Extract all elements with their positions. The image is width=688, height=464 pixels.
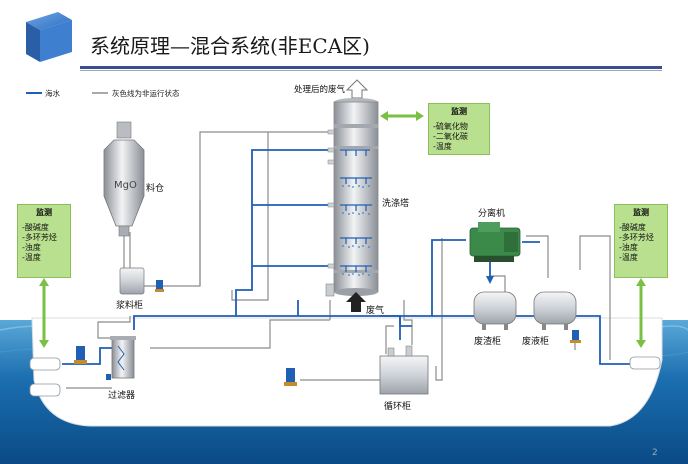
monitor-right-item: -浊度 [619,243,638,252]
monitor-right-item: -酸碱度 [619,223,646,232]
title-divider [80,66,662,69]
monitor-right-item: -温度 [619,253,638,262]
waste-pump [570,330,581,343]
treated-exhaust-arrow [345,79,369,99]
label-sludge-tank: 废渣柜 [474,337,502,347]
sludge-tank-body [473,291,517,330]
mgo-silo [103,121,145,268]
page-title: 系统原理—混合系统(非ECA区) [90,34,370,58]
label-treated-exhaust: 处理后的废气 [294,85,346,95]
monitor-top-heading: 监测 [451,107,467,116]
label-filter: 过滤器 [108,391,136,401]
monitor-right-item: -多环芳烃 [619,233,654,242]
inactive-pipes [66,131,611,389]
slurry-tank [119,267,145,295]
monitor-box-right: 监测 -酸碱度 -多环芳烃 -浊度 -温度 [614,204,668,278]
legend-seawater-label: 海水 [45,89,60,98]
label-circulation-tank: 循环柜 [384,402,412,412]
waste-liquid-tank-body [533,291,577,330]
monitor-left-item: -浊度 [22,243,41,252]
sea-chests [29,356,661,397]
scrubber-tower [325,98,379,297]
circulation-tank-body [379,345,429,395]
monitor-left-item: -温度 [22,253,41,262]
legend-grey-label: 灰色线为非运行状态 [112,89,180,98]
monitor-arrows [39,111,646,348]
monitor-top-item: -二氧化碳 [433,132,468,141]
logo-cube [26,12,72,62]
monitor-box-top: 监测 -硫氧化物 -二氧化碳 -温度 [428,103,490,155]
monitor-right-heading: 监测 [633,208,649,217]
monitor-left-heading: 监测 [36,208,52,217]
monitor-left-item: -酸碱度 [22,223,49,232]
label-silo: 料仓 [146,184,165,194]
label-separator: 分离机 [478,209,506,219]
page-number: 2 [652,448,658,458]
sea-inlet-pump [74,346,87,364]
monitor-top-item: -硫氧化物 [433,122,468,131]
filter-unit [106,336,136,380]
separator-machine [469,222,521,262]
label-exhaust: 废气 [366,306,385,316]
title-divider-thin [80,70,662,71]
monitor-box-left: 监测 -酸碱度 -多环芳烃 -浊度 -温度 [17,204,71,278]
circulation-pump [284,368,297,386]
slurry-pump [155,280,164,292]
monitor-left-item: -多环芳烃 [22,233,57,242]
ship-hull [31,317,663,427]
label-waste-liquid-tank: 废液柜 [522,337,550,347]
exhaust-inlet-arrow [346,292,366,312]
label-mgo: MgO [114,180,137,191]
label-slurry-tank: 浆料柜 [116,301,144,311]
label-scrubber: 洗涤塔 [382,199,410,209]
monitor-top-item: -温度 [433,142,452,151]
